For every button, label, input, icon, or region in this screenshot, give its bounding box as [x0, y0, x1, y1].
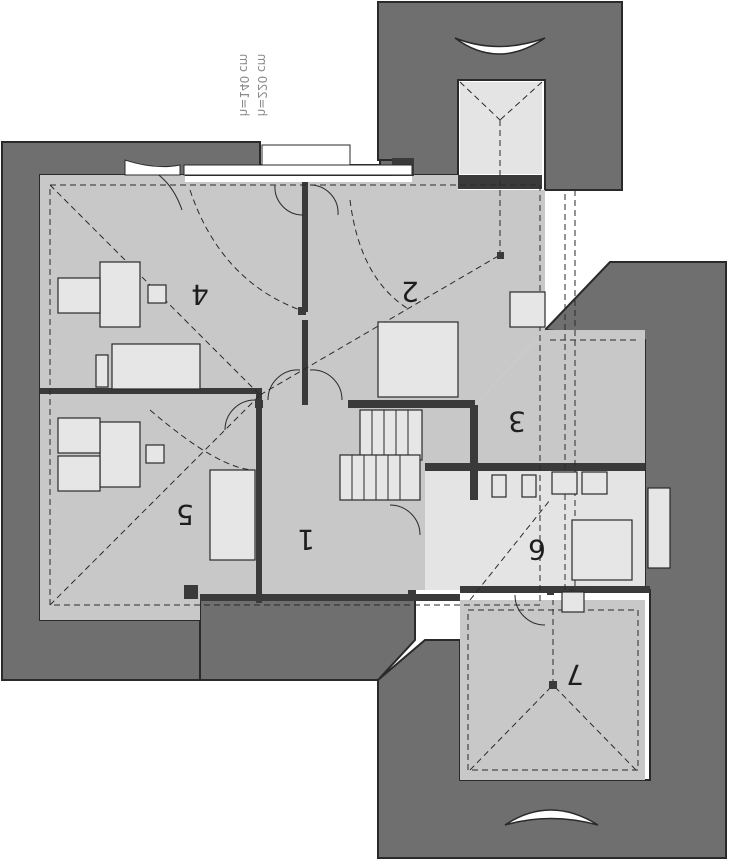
- room-number-7: 7: [566, 658, 584, 691]
- room-number-2: 2: [401, 275, 419, 308]
- height-note-140: h=140 cm: [237, 54, 251, 117]
- room-number-3: 3: [508, 405, 526, 438]
- desk: [57, 277, 101, 314]
- bed: [209, 469, 256, 561]
- roof-hidden-lines: [49, 81, 640, 771]
- desk: [99, 421, 141, 488]
- cabinet: [95, 354, 109, 388]
- desk: [57, 417, 101, 454]
- chair: [145, 444, 165, 464]
- openings: [124, 37, 599, 826]
- room-labels: 1 2 3 4 5 6 7: [176, 275, 584, 691]
- bathtub: [571, 519, 633, 581]
- sink: [551, 471, 578, 495]
- staircase: [339, 409, 423, 501]
- room-number-6: 6: [528, 533, 546, 566]
- desk: [99, 261, 141, 328]
- toilet: [491, 474, 507, 498]
- column-markers: [255, 252, 557, 689]
- cabinet: [509, 291, 546, 328]
- door-swings: [139, 164, 546, 626]
- desk: [57, 455, 101, 492]
- room-number-1: 1: [297, 523, 315, 556]
- height-note-220: h=220 cm: [255, 54, 269, 117]
- furniture: [57, 261, 671, 613]
- toilet: [521, 474, 537, 498]
- chair: [147, 284, 167, 304]
- washer: [561, 591, 585, 613]
- shelf: [647, 487, 671, 569]
- sink: [581, 471, 608, 495]
- bed: [377, 321, 459, 398]
- room-number-4: 4: [191, 278, 209, 311]
- height-notes: h=140 cm h=220 cm: [237, 54, 269, 117]
- sofa: [111, 343, 201, 390]
- room-number-5: 5: [176, 498, 194, 531]
